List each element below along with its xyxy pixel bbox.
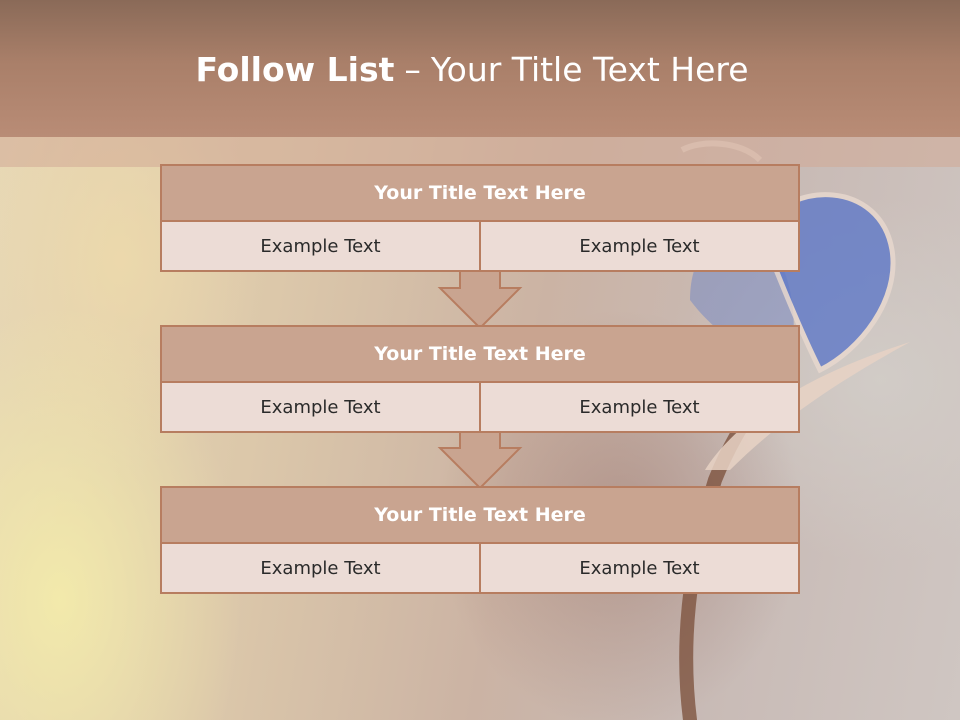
- step-row-2: Example Text Example Text: [162, 383, 798, 431]
- step-cell-left-1: Example Text: [162, 222, 479, 270]
- step-row-3: Example Text Example Text: [162, 544, 798, 592]
- step-cell-left-3: Example Text: [162, 544, 479, 592]
- title-bar: [0, 0, 960, 137]
- step-block-2: Your Title Text Here Example Text Exampl…: [160, 325, 800, 433]
- step-block-1: Your Title Text Here Example Text Exampl…: [160, 164, 800, 272]
- slide-title-bold: Follow List: [195, 50, 395, 89]
- down-arrow-1: [437, 269, 523, 330]
- step-cell-right-2: Example Text: [479, 383, 798, 431]
- step-cell-left-2: Example Text: [162, 383, 479, 431]
- down-arrow-2: [437, 430, 523, 490]
- title-bar-underlay: [0, 137, 960, 167]
- slide-title: Follow List–Your Title Text Here: [0, 50, 944, 89]
- step-cell-right-1: Example Text: [479, 222, 798, 270]
- step-row-1: Example Text Example Text: [162, 222, 798, 270]
- step-title-3: Your Title Text Here: [162, 488, 798, 544]
- slide-title-rest: Your Title Text Here: [430, 50, 749, 89]
- step-title-2: Your Title Text Here: [162, 327, 798, 383]
- slide-title-separator: –: [404, 50, 421, 89]
- step-block-3: Your Title Text Here Example Text Exampl…: [160, 486, 800, 594]
- step-cell-right-3: Example Text: [479, 544, 798, 592]
- step-title-1: Your Title Text Here: [162, 166, 798, 222]
